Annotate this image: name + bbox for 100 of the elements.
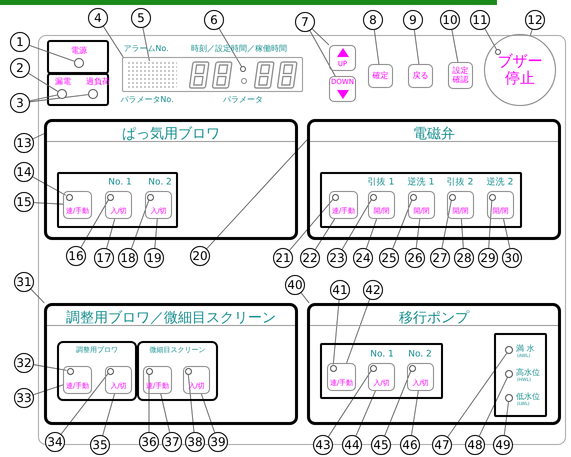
callout-number: 16 bbox=[66, 246, 86, 266]
section-title: 移行ポンプ bbox=[399, 310, 469, 327]
button-group-frame bbox=[57, 172, 178, 228]
callout-number: 14 bbox=[14, 162, 34, 182]
leader-line bbox=[488, 200, 492, 248]
leader-line bbox=[328, 370, 372, 437]
callout-number: 12 bbox=[525, 10, 545, 30]
button-group-frame bbox=[137, 341, 218, 401]
callout-number: 3 bbox=[10, 93, 30, 113]
leader-line bbox=[414, 30, 420, 64]
callout-number: 35 bbox=[90, 435, 110, 455]
indicator-lamp bbox=[88, 89, 98, 99]
callout-number: 13 bbox=[14, 133, 34, 153]
leader-line bbox=[154, 218, 158, 248]
leader-line bbox=[29, 94, 58, 102]
indicator-lamp bbox=[240, 66, 246, 72]
leader-line bbox=[34, 202, 64, 205]
callout-number: 48 bbox=[465, 435, 485, 455]
callout-number: 23 bbox=[327, 248, 347, 268]
callout-number: 25 bbox=[379, 248, 399, 268]
leader-line bbox=[188, 374, 194, 432]
button-caption: No. 1 bbox=[108, 178, 132, 188]
indicator-lamp bbox=[106, 194, 114, 200]
leader-line bbox=[374, 30, 380, 64]
leader-line bbox=[384, 370, 412, 436]
callout-number: 49 bbox=[493, 435, 513, 455]
leader-line bbox=[201, 394, 216, 433]
callout-number: 18 bbox=[118, 248, 138, 268]
callout-number: 4 bbox=[88, 8, 108, 28]
callout-number: 22 bbox=[300, 248, 320, 268]
leader-line bbox=[504, 402, 509, 436]
callout-number: 32 bbox=[14, 353, 34, 373]
callout-number: 17 bbox=[94, 248, 114, 268]
indicator-lamp bbox=[330, 364, 336, 372]
lamp-label: 電源 bbox=[71, 47, 87, 55]
indicator-lamp bbox=[410, 194, 416, 200]
indicator-lamp bbox=[505, 370, 513, 378]
leader-line bbox=[366, 218, 377, 249]
leader-line bbox=[312, 28, 330, 46]
button-caption: No. 1 bbox=[370, 350, 394, 360]
leader-line bbox=[452, 29, 458, 62]
indicator-lamp bbox=[488, 194, 496, 200]
indicator-lamp bbox=[57, 89, 67, 99]
callout-number: 43 bbox=[313, 435, 333, 455]
callout-number: 11 bbox=[470, 10, 490, 30]
panel-section bbox=[307, 119, 561, 240]
display-label: アラームNo. bbox=[123, 45, 169, 53]
button-caption: 引抜 1 bbox=[368, 178, 394, 188]
callout-number: 1 bbox=[10, 32, 30, 52]
leader-line bbox=[503, 218, 510, 249]
button-caption: No. 2 bbox=[148, 178, 172, 188]
indicator-lamp bbox=[495, 49, 501, 55]
callout-number: 24 bbox=[353, 248, 373, 268]
callout-number: 39 bbox=[208, 432, 228, 452]
leader-line bbox=[160, 394, 170, 433]
callout-number: 36 bbox=[139, 432, 159, 452]
display-label: パラメータNo. bbox=[120, 96, 174, 104]
lamp-label: 高水位 bbox=[516, 369, 540, 377]
indicator-lamp bbox=[408, 364, 416, 372]
indicator-lamp bbox=[332, 194, 338, 200]
indicator-lamp bbox=[370, 194, 376, 200]
callout-number: 21 bbox=[273, 248, 293, 268]
callout-number: 33 bbox=[14, 388, 34, 408]
indicator-lamp bbox=[184, 368, 192, 374]
leader-line bbox=[142, 27, 150, 62]
leader-line bbox=[206, 140, 308, 249]
leader-line bbox=[218, 28, 242, 67]
leader-line bbox=[32, 133, 44, 140]
leader-line bbox=[442, 200, 452, 249]
button-caption: 逆洗 1 bbox=[408, 178, 434, 188]
leader-line bbox=[310, 30, 336, 76]
leader-line bbox=[289, 199, 334, 251]
callout-number: 10 bbox=[440, 10, 460, 30]
leader-line bbox=[106, 218, 116, 249]
push-button: 戻る bbox=[408, 64, 433, 88]
push-button: 設定確認 bbox=[448, 62, 473, 89]
indicator-lamp bbox=[505, 394, 513, 402]
leader-line bbox=[416, 218, 420, 248]
leader-line bbox=[30, 288, 45, 304]
indicator-lamp bbox=[146, 368, 152, 374]
lamp-label: 低水位 bbox=[516, 393, 540, 401]
callout-number: 9 bbox=[403, 10, 423, 30]
button-group-frame bbox=[320, 343, 443, 399]
indicator-lamp bbox=[106, 368, 114, 374]
panel-section bbox=[44, 303, 298, 425]
section-title: ぱっ気用ブロワ bbox=[122, 126, 220, 143]
leader-line bbox=[32, 176, 66, 196]
leader-line bbox=[80, 200, 109, 248]
callout-number: 6 bbox=[204, 10, 224, 30]
leader-line bbox=[60, 373, 108, 434]
callout-number: 45 bbox=[371, 435, 391, 455]
display-label: 時刻／設定時間／稼働時間 bbox=[191, 45, 287, 53]
section-title: 電磁弁 bbox=[413, 126, 455, 143]
callout-number: 34 bbox=[45, 432, 65, 452]
buzzer-stop-button: ブザー停止 bbox=[484, 34, 556, 106]
indicator-lamp bbox=[370, 364, 376, 372]
callout-number: 37 bbox=[162, 432, 182, 452]
callout-number: 41 bbox=[330, 280, 350, 300]
callout-number: 8 bbox=[363, 10, 383, 30]
button-group-frame bbox=[320, 172, 522, 228]
